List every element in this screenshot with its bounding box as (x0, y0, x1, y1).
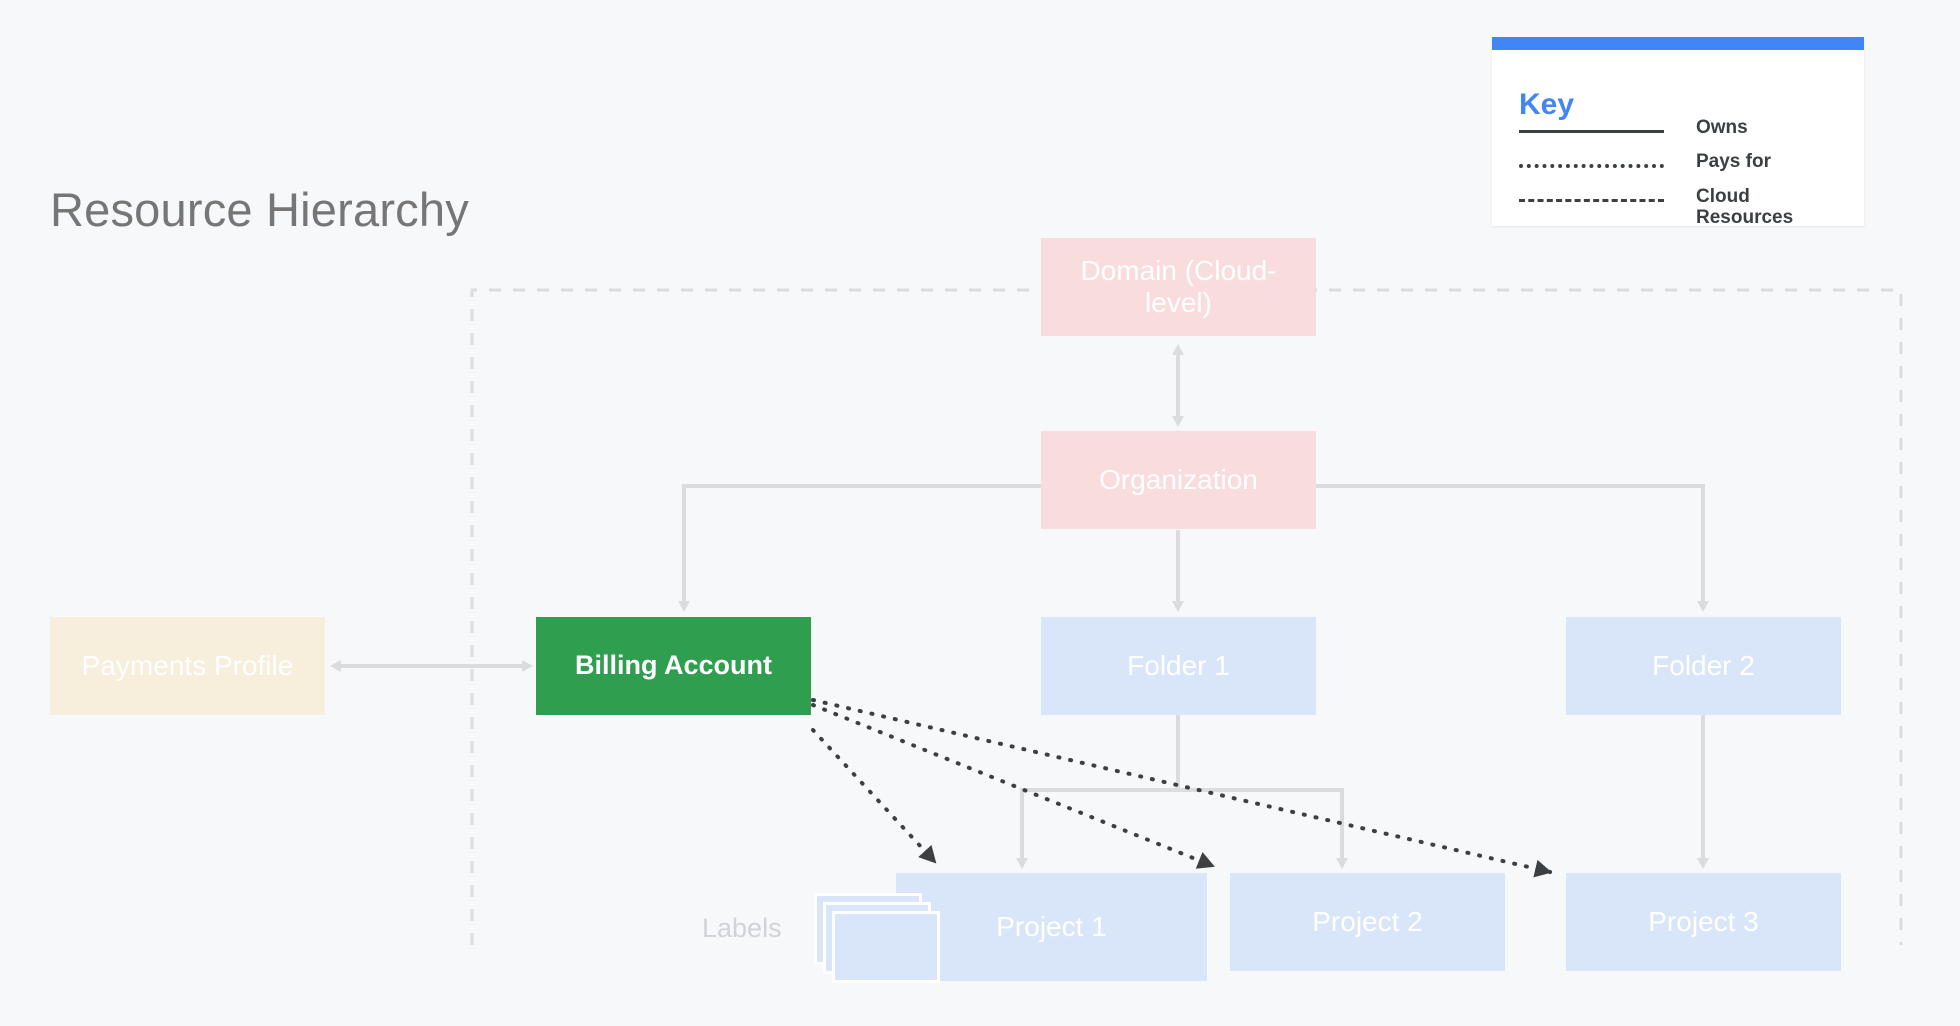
node-payments-profile-label: Payments Profile (81, 649, 294, 681)
key-label-owns: Owns (1696, 117, 1748, 138)
edge-billing-project2 (811, 703, 1215, 869)
node-project-3-label: Project 3 (1648, 905, 1759, 937)
dashed-line-icon (1519, 192, 1664, 208)
node-project-2[interactable]: Project 2 (1230, 873, 1505, 971)
node-project-1-label: Project 1 (996, 910, 1107, 942)
key-accent-bar (1492, 37, 1864, 50)
node-domain-label: Domain (Cloud-level) (1080, 254, 1277, 318)
key-row-owns: Owns (1519, 117, 1748, 139)
node-payments-profile[interactable]: Payments Profile (50, 617, 325, 715)
edge-organization-billing (678, 484, 1041, 612)
node-folder-2[interactable]: Folder 2 (1566, 617, 1841, 715)
dotted-line-icon (1519, 157, 1664, 173)
node-billing-account[interactable]: Billing Account (536, 617, 811, 715)
page-title: Resource Hierarchy (50, 183, 469, 236)
edge-organization-folder2 (1316, 484, 1709, 612)
node-organization[interactable]: Organization (1041, 431, 1316, 529)
key-row-pays-for: Pays for (1519, 151, 1771, 173)
node-folder-1[interactable]: Folder 1 (1041, 617, 1316, 715)
node-organization-label: Organization (1099, 463, 1258, 495)
node-project-3[interactable]: Project 3 (1566, 873, 1841, 971)
node-folder-2-label: Folder 2 (1652, 649, 1755, 681)
node-project-1[interactable]: Project 1 (896, 873, 1207, 981)
key-row-cloud-resources: Cloud Resources (1519, 186, 1836, 229)
node-domain[interactable]: Domain (Cloud-level) (1041, 238, 1316, 336)
label-card-front (832, 911, 940, 983)
edge-billing-project1 (811, 728, 937, 864)
node-billing-account-label: Billing Account (575, 650, 772, 681)
edge-billing-project3 (811, 698, 1552, 878)
solid-line-icon (1519, 123, 1664, 139)
labels-caption: Labels (702, 913, 782, 943)
key-title: Key (1519, 88, 1575, 121)
key-legend-panel: Key Owns Pays for Cloud Resources (1492, 37, 1864, 229)
edge-folder1-projects (1016, 715, 1348, 869)
key-body: Key Owns Pays for Cloud Resources (1492, 50, 1864, 229)
key-label-cloud-resources: Cloud Resources (1696, 186, 1794, 228)
key-label-pays-for: Pays for (1696, 151, 1771, 172)
node-project-2-label: Project 2 (1312, 905, 1423, 937)
node-folder-1-label: Folder 1 (1127, 649, 1230, 681)
